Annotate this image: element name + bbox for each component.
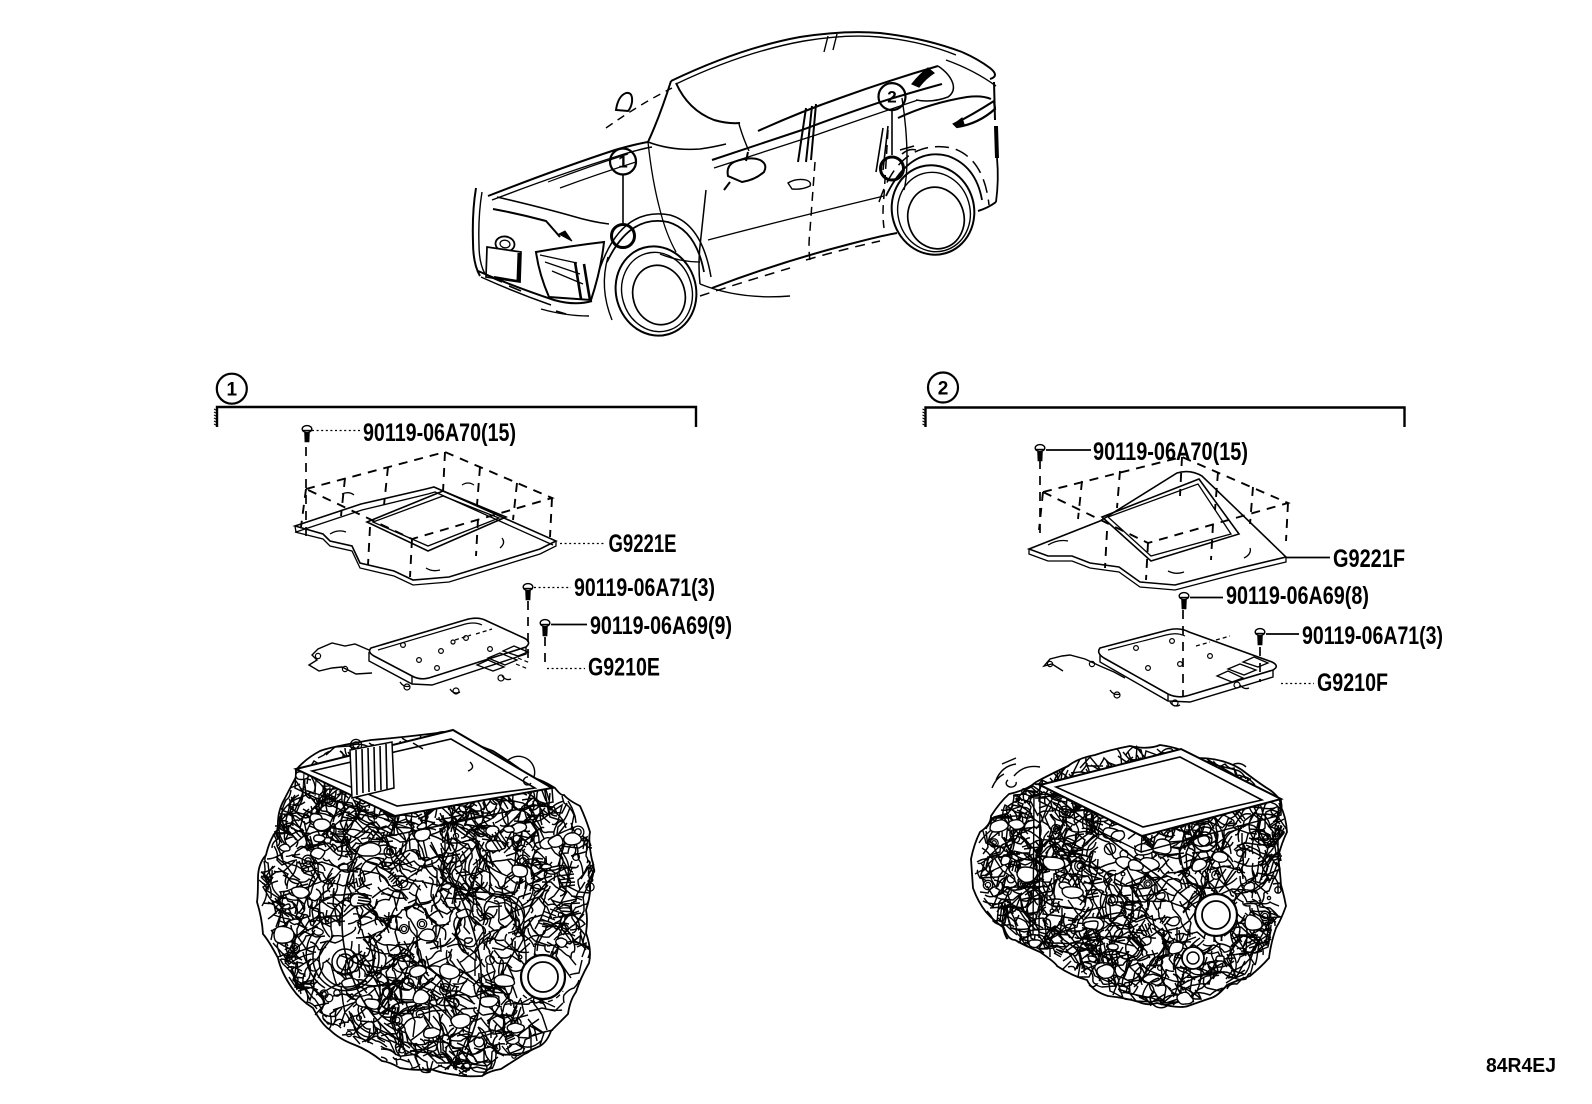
svg-text:G9221E: G9221E: [609, 530, 677, 558]
svg-text:84R4EJ: 84R4EJ: [1486, 1055, 1556, 1077]
svg-text:2: 2: [938, 378, 949, 399]
svg-text:G9221F: G9221F: [1333, 545, 1405, 573]
svg-text:90119-06A70(15): 90119-06A70(15): [1093, 438, 1248, 466]
svg-text:90119-06A71(3): 90119-06A71(3): [1302, 622, 1443, 650]
svg-text:90119-06A71(3): 90119-06A71(3): [574, 574, 715, 602]
svg-text:1: 1: [227, 380, 238, 401]
svg-text:90119-06A69(8): 90119-06A69(8): [1226, 582, 1369, 610]
svg-text:G9210E: G9210E: [588, 654, 660, 682]
svg-text:2: 2: [887, 88, 896, 107]
svg-text:90119-06A69(9): 90119-06A69(9): [590, 612, 732, 640]
svg-text:90119-06A70(15): 90119-06A70(15): [363, 419, 516, 447]
svg-text:1: 1: [618, 153, 627, 172]
svg-text:G9210F: G9210F: [1317, 669, 1388, 697]
